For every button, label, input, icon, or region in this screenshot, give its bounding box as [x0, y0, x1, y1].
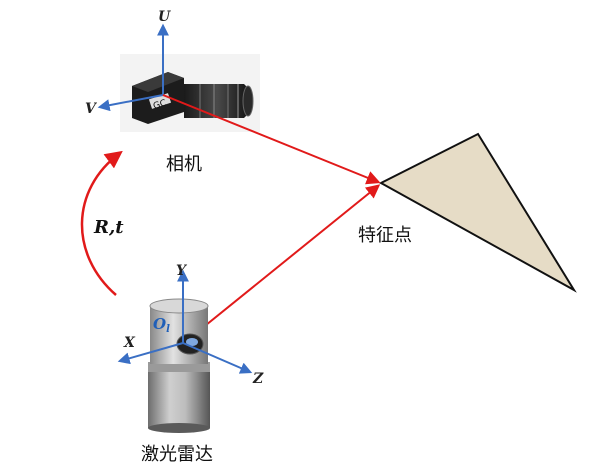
lidar-axis-y-label: Y — [176, 263, 188, 279]
transform-label: R,t — [93, 217, 124, 238]
lidar-axis-x-label: X — [123, 335, 136, 351]
lidar-origin-letter: O — [153, 315, 166, 333]
camera-label: 相机 — [166, 154, 202, 175]
transform-arc — [80, 150, 123, 296]
lidar-origin-subscript: l — [166, 324, 170, 335]
camera-axis-u-label: U — [158, 9, 171, 25]
lidar-origin-label: Ol — [153, 315, 170, 335]
camera-axis-v-label: V — [85, 101, 98, 117]
feature-label: 特征点 — [358, 225, 412, 246]
lidar-axis-z-label: Z — [252, 371, 264, 387]
camera-axes — [97, 23, 169, 112]
lidar-label: 激光雷达 — [141, 444, 213, 465]
camera-image: GC — [120, 54, 260, 132]
camera-ray — [162, 94, 381, 185]
feature-triangle — [378, 132, 577, 293]
svg-text:GC: GC — [152, 98, 168, 112]
lidar-axes — [117, 269, 253, 374]
lidar-ray — [184, 184, 381, 343]
